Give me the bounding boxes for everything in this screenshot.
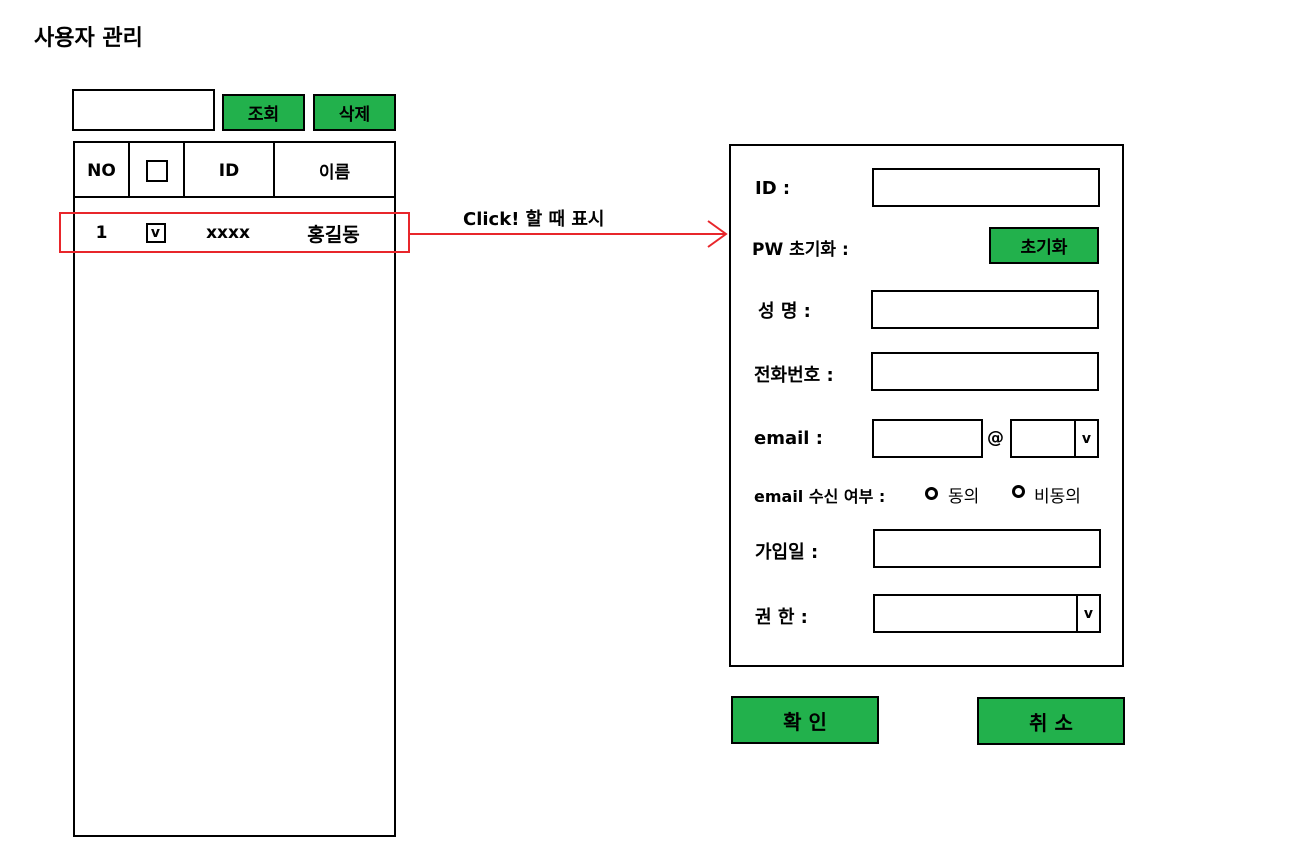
header-id: ID — [183, 143, 273, 198]
header-no: NO — [87, 160, 116, 181]
role-select[interactable]: v — [873, 594, 1101, 633]
annotation-arrow — [410, 220, 728, 248]
name-label: 성 명 : — [758, 301, 811, 322]
email-at-sign: @ — [987, 428, 1004, 448]
email-local-field[interactable] — [872, 419, 983, 458]
select-all-checkbox[interactable] — [145, 159, 168, 182]
chevron-down-icon[interactable]: v — [1074, 421, 1097, 456]
pw-reset-button[interactable]: 초기화 — [989, 227, 1099, 264]
consent-agree-radio[interactable] — [925, 487, 938, 500]
header-name: 이름 — [273, 143, 394, 198]
phone-label: 전화번호 : — [754, 365, 834, 386]
row-checkbox-cell: v — [128, 213, 183, 253]
row-id: xxxx — [206, 223, 250, 243]
table-header: NO ID 이름 — [75, 143, 394, 198]
id-field[interactable] — [872, 168, 1100, 207]
row-name: 홍길동 — [307, 223, 360, 246]
delete-button[interactable]: 삭제 — [313, 94, 396, 131]
annotation-text: Click! 할 때 표시 — [463, 209, 605, 230]
join-date-field[interactable] — [873, 529, 1101, 568]
chevron-down-icon[interactable]: v — [1076, 596, 1099, 631]
consent-disagree-radio[interactable] — [1012, 485, 1025, 498]
user-detail-panel — [729, 144, 1124, 667]
row-no: 1 — [95, 223, 108, 243]
search-button[interactable]: 조회 — [222, 94, 305, 131]
phone-field[interactable] — [871, 352, 1099, 391]
email-consent-label: email 수신 여부 : — [754, 487, 886, 506]
pw-reset-label: PW 초기화 : — [752, 240, 849, 260]
user-table: NO ID 이름 1 v xxxx 홍길동 — [73, 141, 396, 837]
header-select-all — [128, 143, 183, 198]
role-label: 권 한 : — [755, 607, 808, 628]
email-domain-select[interactable]: v — [1010, 419, 1099, 458]
join-date-label: 가입일 : — [755, 542, 819, 563]
consent-agree-label: 동의 — [948, 487, 980, 507]
cancel-button[interactable]: 취 소 — [977, 697, 1125, 745]
row-checkbox[interactable]: v — [145, 223, 166, 243]
search-input[interactable] — [72, 89, 215, 131]
page-title: 사용자 관리 — [34, 26, 143, 51]
email-label: email : — [754, 428, 823, 449]
consent-disagree-label: 비동의 — [1034, 487, 1081, 507]
id-label: ID : — [755, 178, 791, 199]
name-field[interactable] — [871, 290, 1099, 329]
table-row[interactable]: 1 v xxxx 홍길동 — [75, 213, 394, 253]
row-highlight-box — [59, 212, 410, 253]
confirm-button[interactable]: 확 인 — [731, 696, 879, 744]
